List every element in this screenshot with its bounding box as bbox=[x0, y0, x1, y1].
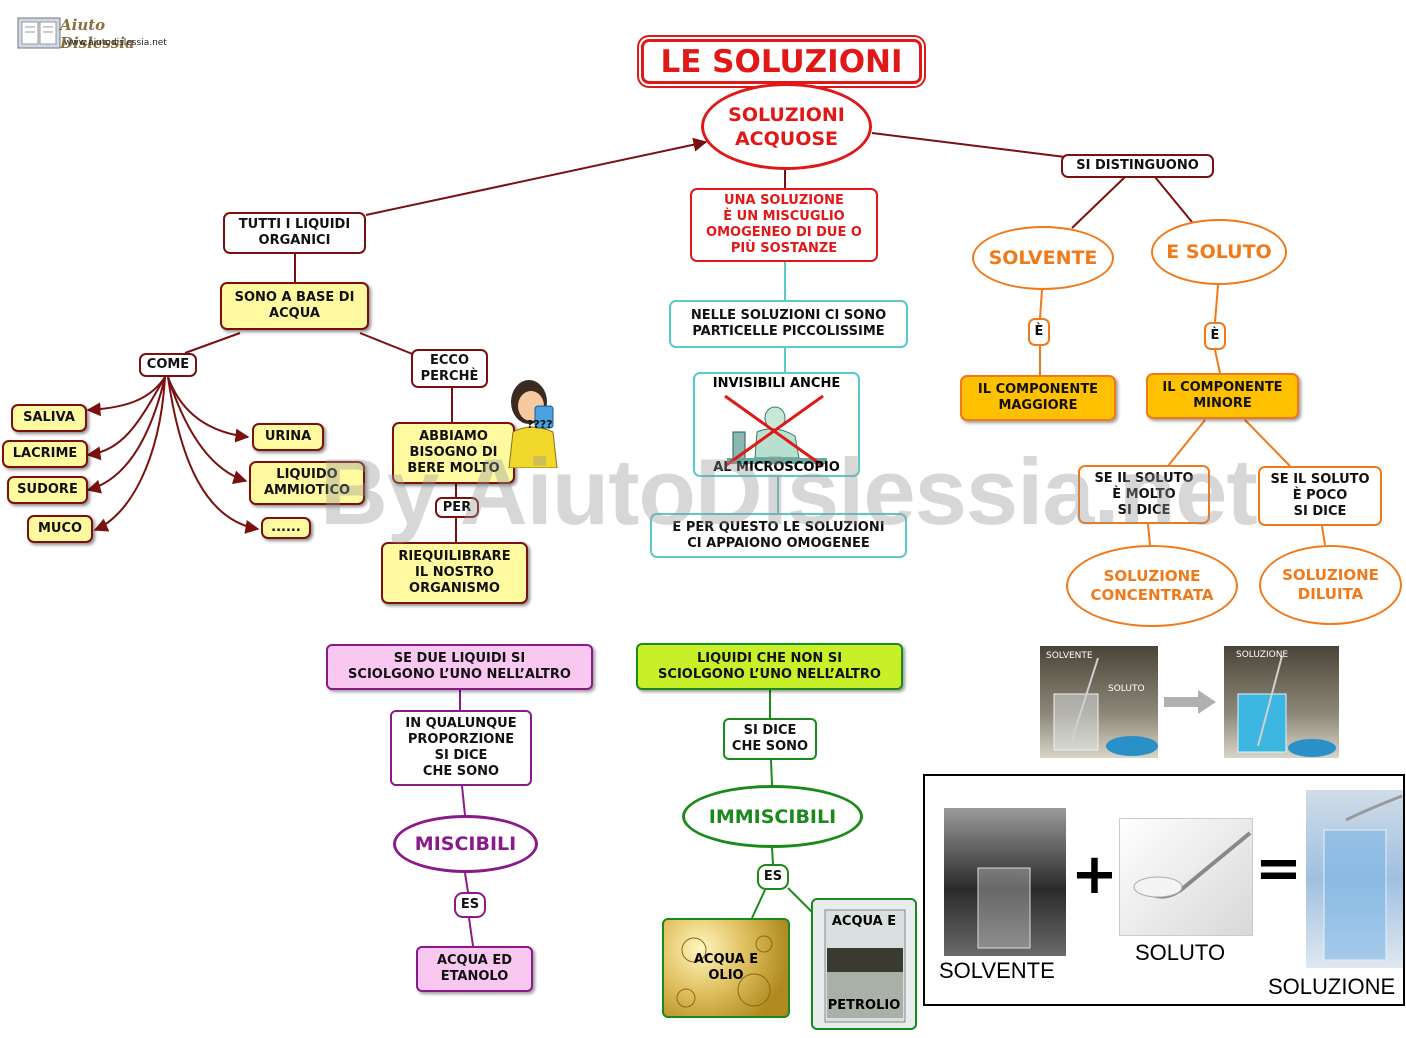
node-concentrata: SOLUZIONE CONCENTRATA bbox=[1066, 545, 1238, 627]
node-omogenee: E PER QUESTO LE SOLUZIONI CI APPAIONO OM… bbox=[650, 513, 907, 558]
node-particelle: NELLE SOLUZIONI CI SONO PARTICELLE PICCO… bbox=[669, 300, 908, 348]
node-es-purple: ES bbox=[454, 892, 486, 918]
equals-sign: = bbox=[1255, 836, 1302, 901]
node-per: PER bbox=[435, 497, 479, 518]
node-soluto-molto: SE IL SOLUTO È MOLTO SI DICE bbox=[1078, 465, 1210, 524]
oil-water-photo: ACQUA E OLIO bbox=[662, 918, 790, 1018]
node-immiscibili: IMMISCIBILI bbox=[682, 785, 863, 848]
node-si-dice: SI DICE CHE SONO bbox=[723, 718, 817, 760]
node-diluita: SOLUZIONE DILUITA bbox=[1259, 545, 1402, 625]
node-minore: IL COMPONENTE MINORE bbox=[1146, 373, 1299, 419]
node-invisibili: INVISIBILI ANCHE bbox=[712, 376, 841, 391]
photo-soluzione-label: SOLUZIONE bbox=[1236, 650, 1289, 660]
page-title: LE SOLUZIONI bbox=[641, 39, 922, 84]
node-riequilibrare: RIEQUILIBRARE IL NOSTRO ORGANISMO bbox=[381, 542, 528, 604]
node-non-sciolgono: LIQUIDI CHE NON SI SCIOLGONO L’UNO NELL’… bbox=[636, 643, 903, 690]
equation-panel: SOLVENTE + SOLUTO = SOLUZIONE bbox=[923, 774, 1405, 1006]
soluto-spoon-photo bbox=[1119, 818, 1253, 936]
node-due-liquidi: SE DUE LIQUIDI SI SCIOLGONO L’UNO NELL’A… bbox=[326, 644, 593, 690]
thinking-text: ???? bbox=[527, 418, 553, 431]
node-lacrime: LACRIME bbox=[2, 440, 88, 468]
node-sudore: SUDORE bbox=[7, 476, 88, 504]
node-urina: URINA bbox=[252, 423, 324, 451]
node-liquido-ammiotico: LIQUIDO AMMIOTICO bbox=[249, 461, 365, 505]
node-base-acqua: SONO A BASE DI ACQUA bbox=[220, 282, 369, 330]
node-bisogno-bere: ABBIAMO BISOGNO DI BERE MOLTO bbox=[392, 422, 515, 484]
plus-sign: + bbox=[1071, 842, 1118, 907]
equation-solvente: SOLVENTE bbox=[939, 958, 1055, 983]
node-si-distinguono: SI DISTINGUONO bbox=[1061, 154, 1214, 178]
node-acqua-olio: ACQUA E OLIO bbox=[693, 952, 759, 983]
node-soluzioni-acquose: SOLUZIONI ACQUOSE bbox=[701, 83, 872, 170]
node-maggiore: IL COMPONENTE MAGGIORE bbox=[960, 375, 1116, 421]
node-miscibili: MISCIBILI bbox=[393, 815, 538, 873]
watermark: By AiutoDislessia.net bbox=[320, 439, 1258, 544]
node-e-left: È bbox=[1028, 318, 1050, 346]
node-tutti-liquidi: TUTTI I LIQUIDI ORGANICI bbox=[223, 212, 366, 254]
photo-soluto-label: SOLUTO bbox=[1108, 684, 1145, 694]
microscope-crossed-icon bbox=[724, 394, 827, 468]
node-acqua-etanolo: ACQUA ED ETANOLO bbox=[416, 946, 533, 992]
node-acqua-e: ACQUA E bbox=[831, 914, 897, 929]
node-microscopio: AL MICROSCOPIO bbox=[713, 460, 840, 475]
node-qualunque: IN QUALUNQUE PROPORZIONE SI DICE CHE SON… bbox=[390, 710, 532, 786]
node-solvente: SOLVENTE bbox=[972, 226, 1114, 290]
solvente-glass-photo bbox=[944, 808, 1066, 956]
logo-url: www.aiutodislessia.net bbox=[64, 38, 167, 48]
node-invisibili-box: INVISIBILI ANCHE AL MICROSCOPIO bbox=[693, 372, 860, 477]
logo: Aiuto Dislessia www.aiutodislessia.net bbox=[16, 14, 176, 54]
soluzione-glass-photo bbox=[1306, 790, 1403, 968]
photo-solvente-label: SOLVENTE bbox=[1046, 651, 1093, 661]
node-come: COME bbox=[139, 353, 197, 377]
water-petroleum-photo: ACQUA E PETROLIO bbox=[811, 898, 917, 1030]
node-ecco-perche: ECCO PERCHÈ bbox=[411, 349, 488, 388]
arrow-right-icon bbox=[1164, 690, 1216, 714]
dissolving-photo-after: SOLUZIONE bbox=[1224, 646, 1339, 758]
node-definizione: UNA SOLUZIONE È UN MISCUGLIO OMOGENEO DI… bbox=[690, 188, 878, 262]
node-soluto-poco: SE IL SOLUTO È POCO SI DICE bbox=[1258, 466, 1382, 526]
node-es-green: ES bbox=[757, 864, 789, 890]
node-soluto: E SOLUTO bbox=[1151, 219, 1287, 285]
node-e-right: È bbox=[1204, 322, 1226, 350]
drinking-girl-picture: ???? bbox=[503, 372, 565, 468]
node-muco: MUCO bbox=[27, 515, 93, 543]
equation-soluto: SOLUTO bbox=[1135, 940, 1226, 965]
node-saliva: SALIVA bbox=[11, 404, 87, 432]
dissolving-photo-before: SOLVENTE SOLUTO bbox=[1040, 646, 1158, 758]
node-dots: ...... bbox=[261, 517, 311, 539]
logo-name: Aiuto Dislessia bbox=[60, 16, 135, 52]
equation-soluzione: SOLUZIONE bbox=[1268, 974, 1396, 999]
book-icon bbox=[17, 17, 61, 49]
node-petrolio: PETROLIO bbox=[827, 998, 901, 1013]
